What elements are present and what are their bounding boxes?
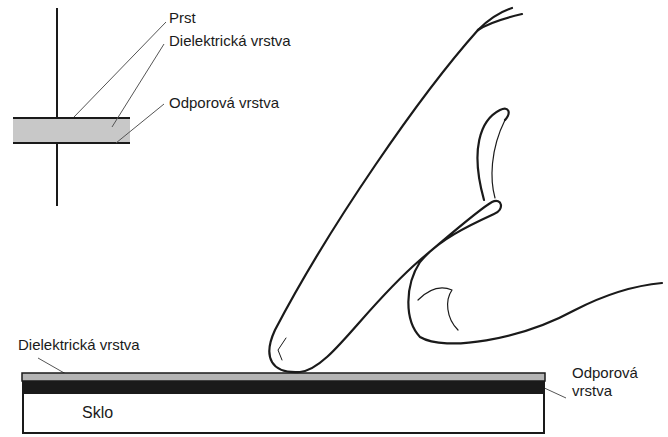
finger-drawing <box>269 8 662 372</box>
part-label: Prst <box>169 9 196 27</box>
part-label: Dielektrická vrstva <box>169 32 291 50</box>
capacitor-symbol <box>13 8 130 206</box>
part-label: Odporová vrstva <box>169 94 279 112</box>
screen-layers <box>22 373 545 394</box>
glass-label: Sklo <box>82 403 543 422</box>
part-label: Odporová vrstva <box>572 364 652 400</box>
part-label: Dielektrická vrstva <box>18 336 140 354</box>
glass-layer: Sklo <box>22 394 545 434</box>
